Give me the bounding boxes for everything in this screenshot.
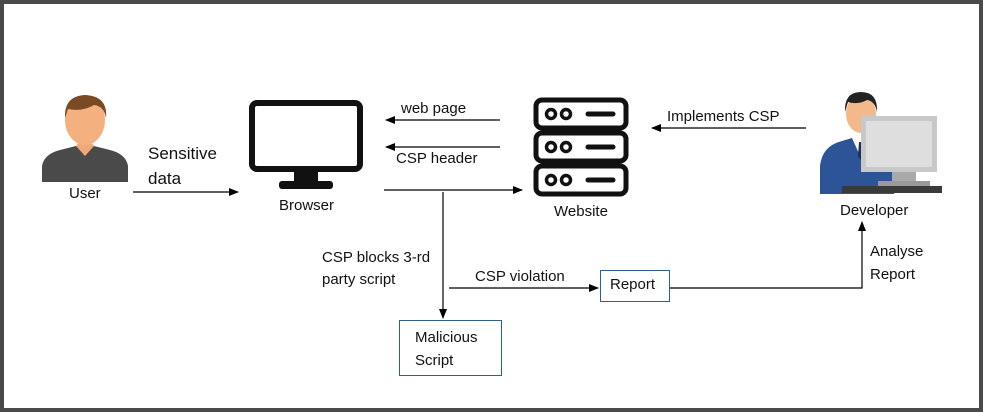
- user-icon: [42, 95, 128, 182]
- edge-label-sensitive-line2: data: [148, 169, 182, 188]
- edge-label-csp-blocks-line2: party script: [322, 271, 396, 288]
- edge-label-analyse-line1: Analyse: [870, 243, 924, 260]
- node-label-user: User: [69, 185, 101, 202]
- malicious-script-box: Malicious Script: [399, 320, 502, 376]
- browser-monitor-icon: [249, 100, 363, 189]
- report-box-label: Report: [610, 276, 656, 293]
- arrow-report-to-developer: [670, 221, 866, 289]
- edge-label-web-page: web page: [401, 100, 467, 117]
- node-label-website: Website: [554, 203, 608, 220]
- server-icon: [533, 97, 629, 197]
- malicious-box-line2: Script: [415, 352, 454, 369]
- report-box: Report: [600, 270, 670, 302]
- node-label-developer: Developer: [840, 202, 909, 219]
- node-label-browser: Browser: [279, 197, 335, 214]
- edge-label-sensitive-line1: Sensitive: [148, 144, 217, 163]
- malicious-box-line1: Malicious: [415, 329, 478, 346]
- edge-label-implements-csp: Implements CSP: [667, 108, 780, 125]
- edge-label-csp-blocks-line1: CSP blocks 3-rd: [322, 249, 431, 266]
- edge-label-csp-violation: CSP violation: [475, 268, 565, 285]
- edge-label-csp-header: CSP header: [396, 150, 478, 167]
- developer-icon: [820, 92, 942, 194]
- edge-label-analyse-line2: Report: [870, 266, 916, 283]
